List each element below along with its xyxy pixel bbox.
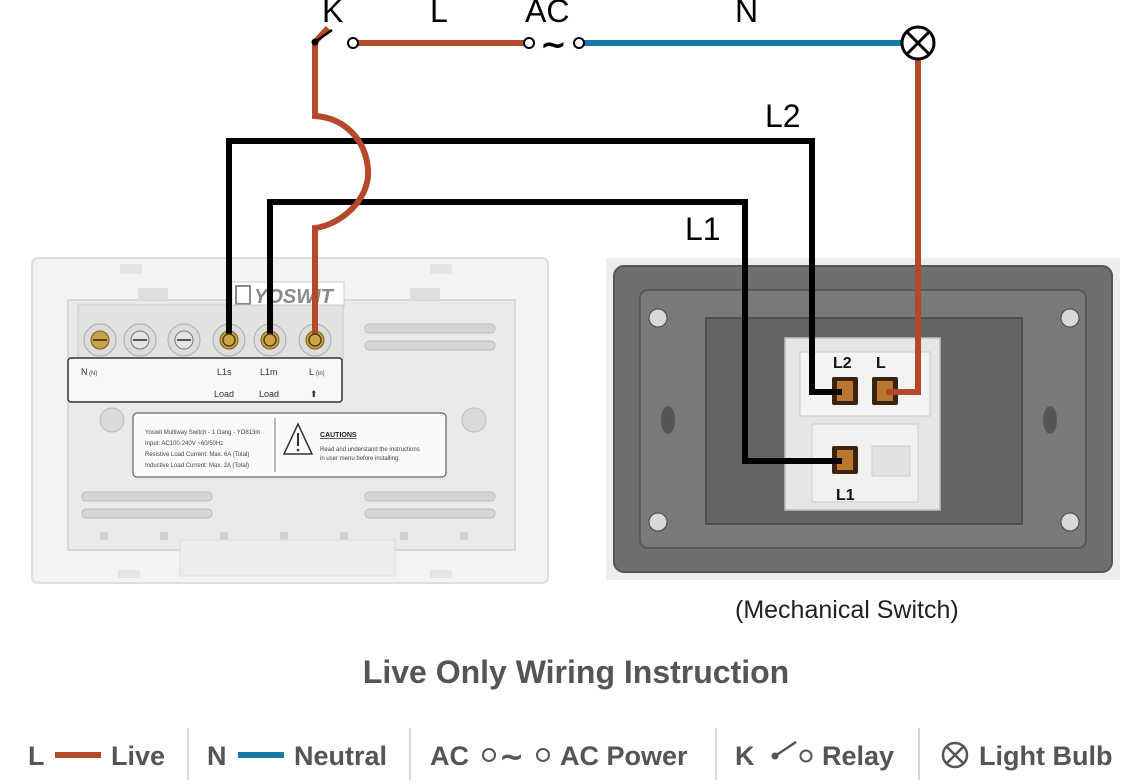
mech-terminal-l1 bbox=[832, 446, 858, 474]
terminal-label-n: N (N) bbox=[81, 367, 97, 377]
ac-label: AC bbox=[525, 0, 569, 29]
caution-line-2: in user menu before installing. bbox=[320, 456, 400, 462]
terminal-label-load-2: Load bbox=[259, 389, 279, 399]
relay-icon bbox=[771, 740, 813, 763]
svg-text:Light Bulb: Light Bulb bbox=[979, 741, 1112, 771]
smart-switch: YOSWIT bbox=[31, 257, 549, 584]
mech-terminal-l2 bbox=[832, 377, 858, 405]
mechanical-switch-caption: (Mechanical Switch) bbox=[735, 596, 959, 624]
brand-logo: YOSWIT bbox=[231, 281, 345, 309]
relay-k-label: K bbox=[322, 0, 343, 29]
light-bulb-icon bbox=[900, 25, 936, 61]
legend-neutral: N Neutral bbox=[207, 741, 387, 771]
svg-text:AC: AC bbox=[430, 741, 469, 771]
ac-power-symbol: ~ bbox=[523, 25, 585, 63]
svg-text:L: L bbox=[28, 741, 45, 771]
terminal-screw bbox=[167, 323, 201, 357]
wire-l2-label: L2 bbox=[765, 98, 801, 134]
wire-live-to-bulb bbox=[886, 60, 921, 395]
terminal-label-l-in: L (in) bbox=[309, 367, 325, 377]
mech-terminal-l bbox=[872, 377, 898, 405]
wire-l1-label: L1 bbox=[685, 211, 721, 247]
legend-live: L Live bbox=[28, 741, 165, 771]
caution-line-1: Read and understand the instructions bbox=[320, 447, 420, 453]
mech-terminal-label-l1: L1 bbox=[836, 487, 855, 504]
neutral-n-label: N bbox=[735, 0, 758, 29]
terminal-label-load-1: Load bbox=[214, 389, 234, 399]
terminal-label-l1m: L1m bbox=[260, 367, 278, 377]
legend-ac-power: AC ~ AC Power bbox=[430, 740, 688, 775]
svg-text:K: K bbox=[735, 741, 755, 771]
product-resistive-text: Resistive Load Current: Max. 6A (Total) bbox=[145, 452, 249, 458]
terminal-screw bbox=[83, 323, 117, 357]
svg-text:Relay: Relay bbox=[822, 741, 894, 771]
diagram-title: Live Only Wiring Instruction bbox=[363, 654, 789, 690]
wire-live-to-switch bbox=[312, 25, 372, 340]
svg-text:Neutral: Neutral bbox=[294, 741, 387, 771]
svg-text:AC Power: AC Power bbox=[560, 741, 688, 771]
svg-text:N: N bbox=[81, 367, 88, 377]
svg-text:Live: Live bbox=[111, 741, 165, 771]
svg-text:(N): (N) bbox=[89, 371, 97, 377]
mech-terminal-label-l: L bbox=[876, 355, 886, 372]
legend-light-bulb: Light Bulb bbox=[941, 741, 1112, 771]
wire-l1 bbox=[267, 199, 842, 464]
wire-l2 bbox=[226, 138, 842, 395]
terminal-label-l1s: L1s bbox=[217, 367, 232, 377]
light-bulb-icon bbox=[941, 741, 969, 769]
warning-icon bbox=[282, 422, 314, 455]
svg-text:~: ~ bbox=[540, 25, 567, 63]
svg-text:N: N bbox=[207, 741, 227, 771]
product-inductive-text: Inductive Load Current: Max. 2A (Total) bbox=[145, 463, 249, 469]
legend: L Live N Neutral AC ~ AC Power K Relay bbox=[28, 728, 1112, 780]
product-model-text: Yoswit Multiway Switch - 1 Gang - YO813m bbox=[145, 430, 260, 436]
legend-relay: K Relay bbox=[735, 740, 894, 771]
live-l-label: L bbox=[430, 0, 448, 29]
relay-symbol bbox=[311, 28, 359, 49]
svg-text:(in): (in) bbox=[316, 371, 325, 377]
terminal-screw bbox=[123, 323, 157, 357]
caution-title: CAUTIONS bbox=[320, 432, 357, 439]
svg-text:L: L bbox=[309, 367, 314, 377]
product-input-text: Input: AC100-240V ~60/50Hz bbox=[145, 441, 223, 447]
line-in-arrow-icon: ⬆ bbox=[310, 389, 318, 399]
mechanical-switch: L2 L L1 bbox=[606, 258, 1120, 580]
ac-wave-icon: ~ bbox=[499, 740, 524, 775]
mech-terminal-label-l2: L2 bbox=[833, 355, 852, 372]
